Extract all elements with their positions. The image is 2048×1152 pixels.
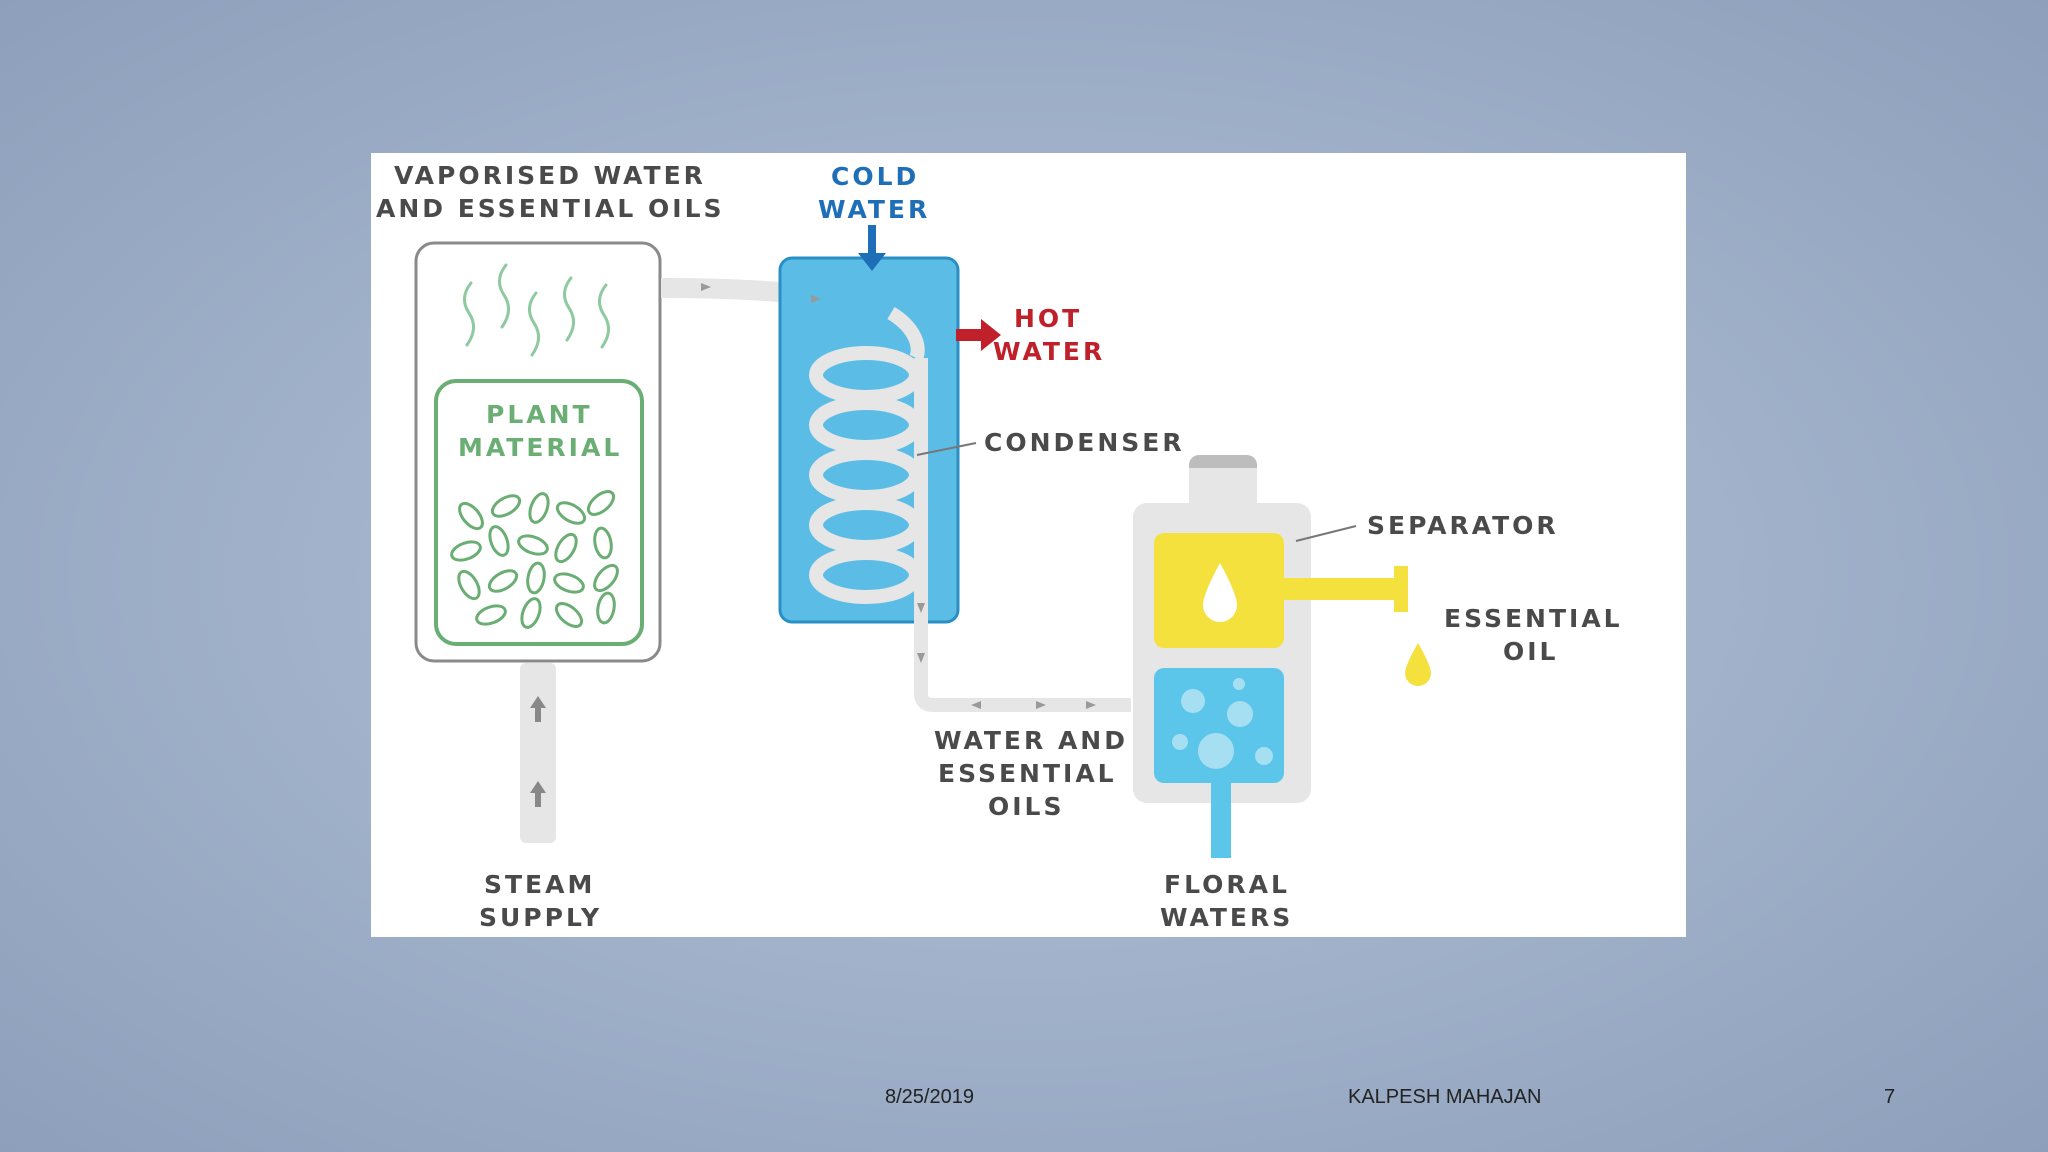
separator-neck	[1189, 468, 1257, 508]
bubbles	[1172, 678, 1273, 769]
cold-water-arrow	[858, 225, 886, 271]
label-essential-oil-line2: OIL	[1503, 637, 1558, 666]
footer-author: KALPESH MAHAJAN	[1348, 1086, 1542, 1108]
label-vaporised-line2: AND ESSENTIAL OILS	[376, 194, 725, 223]
label-condenser: CONDENSER	[984, 428, 1185, 457]
flow-arrows	[701, 283, 1096, 709]
footer-date: 8/25/2019	[885, 1086, 974, 1108]
separator-leader	[1295, 525, 1357, 542]
label-hot-line2: WATER	[993, 337, 1105, 366]
distillation-diagram: VAPORISED WATER AND ESSENTIAL OILS CONDE…	[371, 153, 1686, 937]
label-steam-line2: SUPPLY	[479, 903, 602, 932]
label-steam-line1: STEAM	[484, 870, 595, 899]
label-water-oils-line1: WATER AND	[934, 726, 1128, 755]
plant-material-box	[434, 379, 644, 646]
label-plant-line1: PLANT	[486, 400, 593, 429]
label-plant-line2: MATERIAL	[458, 433, 622, 462]
label-vaporised-line1: VAPORISED WATER	[394, 161, 706, 190]
condenser-coil	[809, 306, 925, 604]
label-separator: SEPARATOR	[1367, 511, 1559, 540]
label-cold-line1: COLD	[831, 162, 919, 191]
distillate-pipe	[914, 358, 1131, 712]
steam-wisps	[463, 263, 610, 357]
steam-supply-pipe	[520, 663, 556, 843]
diagram-svg: VAPORISED WATER AND ESSENTIAL OILS CONDE…	[376, 161, 1623, 932]
hot-water-arrow	[956, 319, 1001, 351]
steam-arrows	[530, 696, 546, 807]
leaf-icons	[450, 490, 619, 629]
condenser-leader	[916, 442, 977, 456]
label-water-oils-line3: OILS	[988, 792, 1065, 821]
label-water-oils-line2: ESSENTIAL	[938, 759, 1117, 788]
label-hot-line1: HOT	[1014, 304, 1082, 333]
floral-water-outlet	[1211, 778, 1231, 858]
oil-tap	[1284, 566, 1408, 612]
essential-oil-drop-icon	[1405, 643, 1431, 686]
label-essential-oil-line1: ESSENTIAL	[1444, 604, 1623, 633]
footer-page-number: 7	[1884, 1086, 1896, 1108]
oil-drop-icon	[1203, 563, 1237, 622]
label-floral-line2: WATERS	[1160, 903, 1293, 932]
label-floral-line1: FLORAL	[1164, 870, 1290, 899]
label-cold-line2: WATER	[818, 195, 930, 224]
